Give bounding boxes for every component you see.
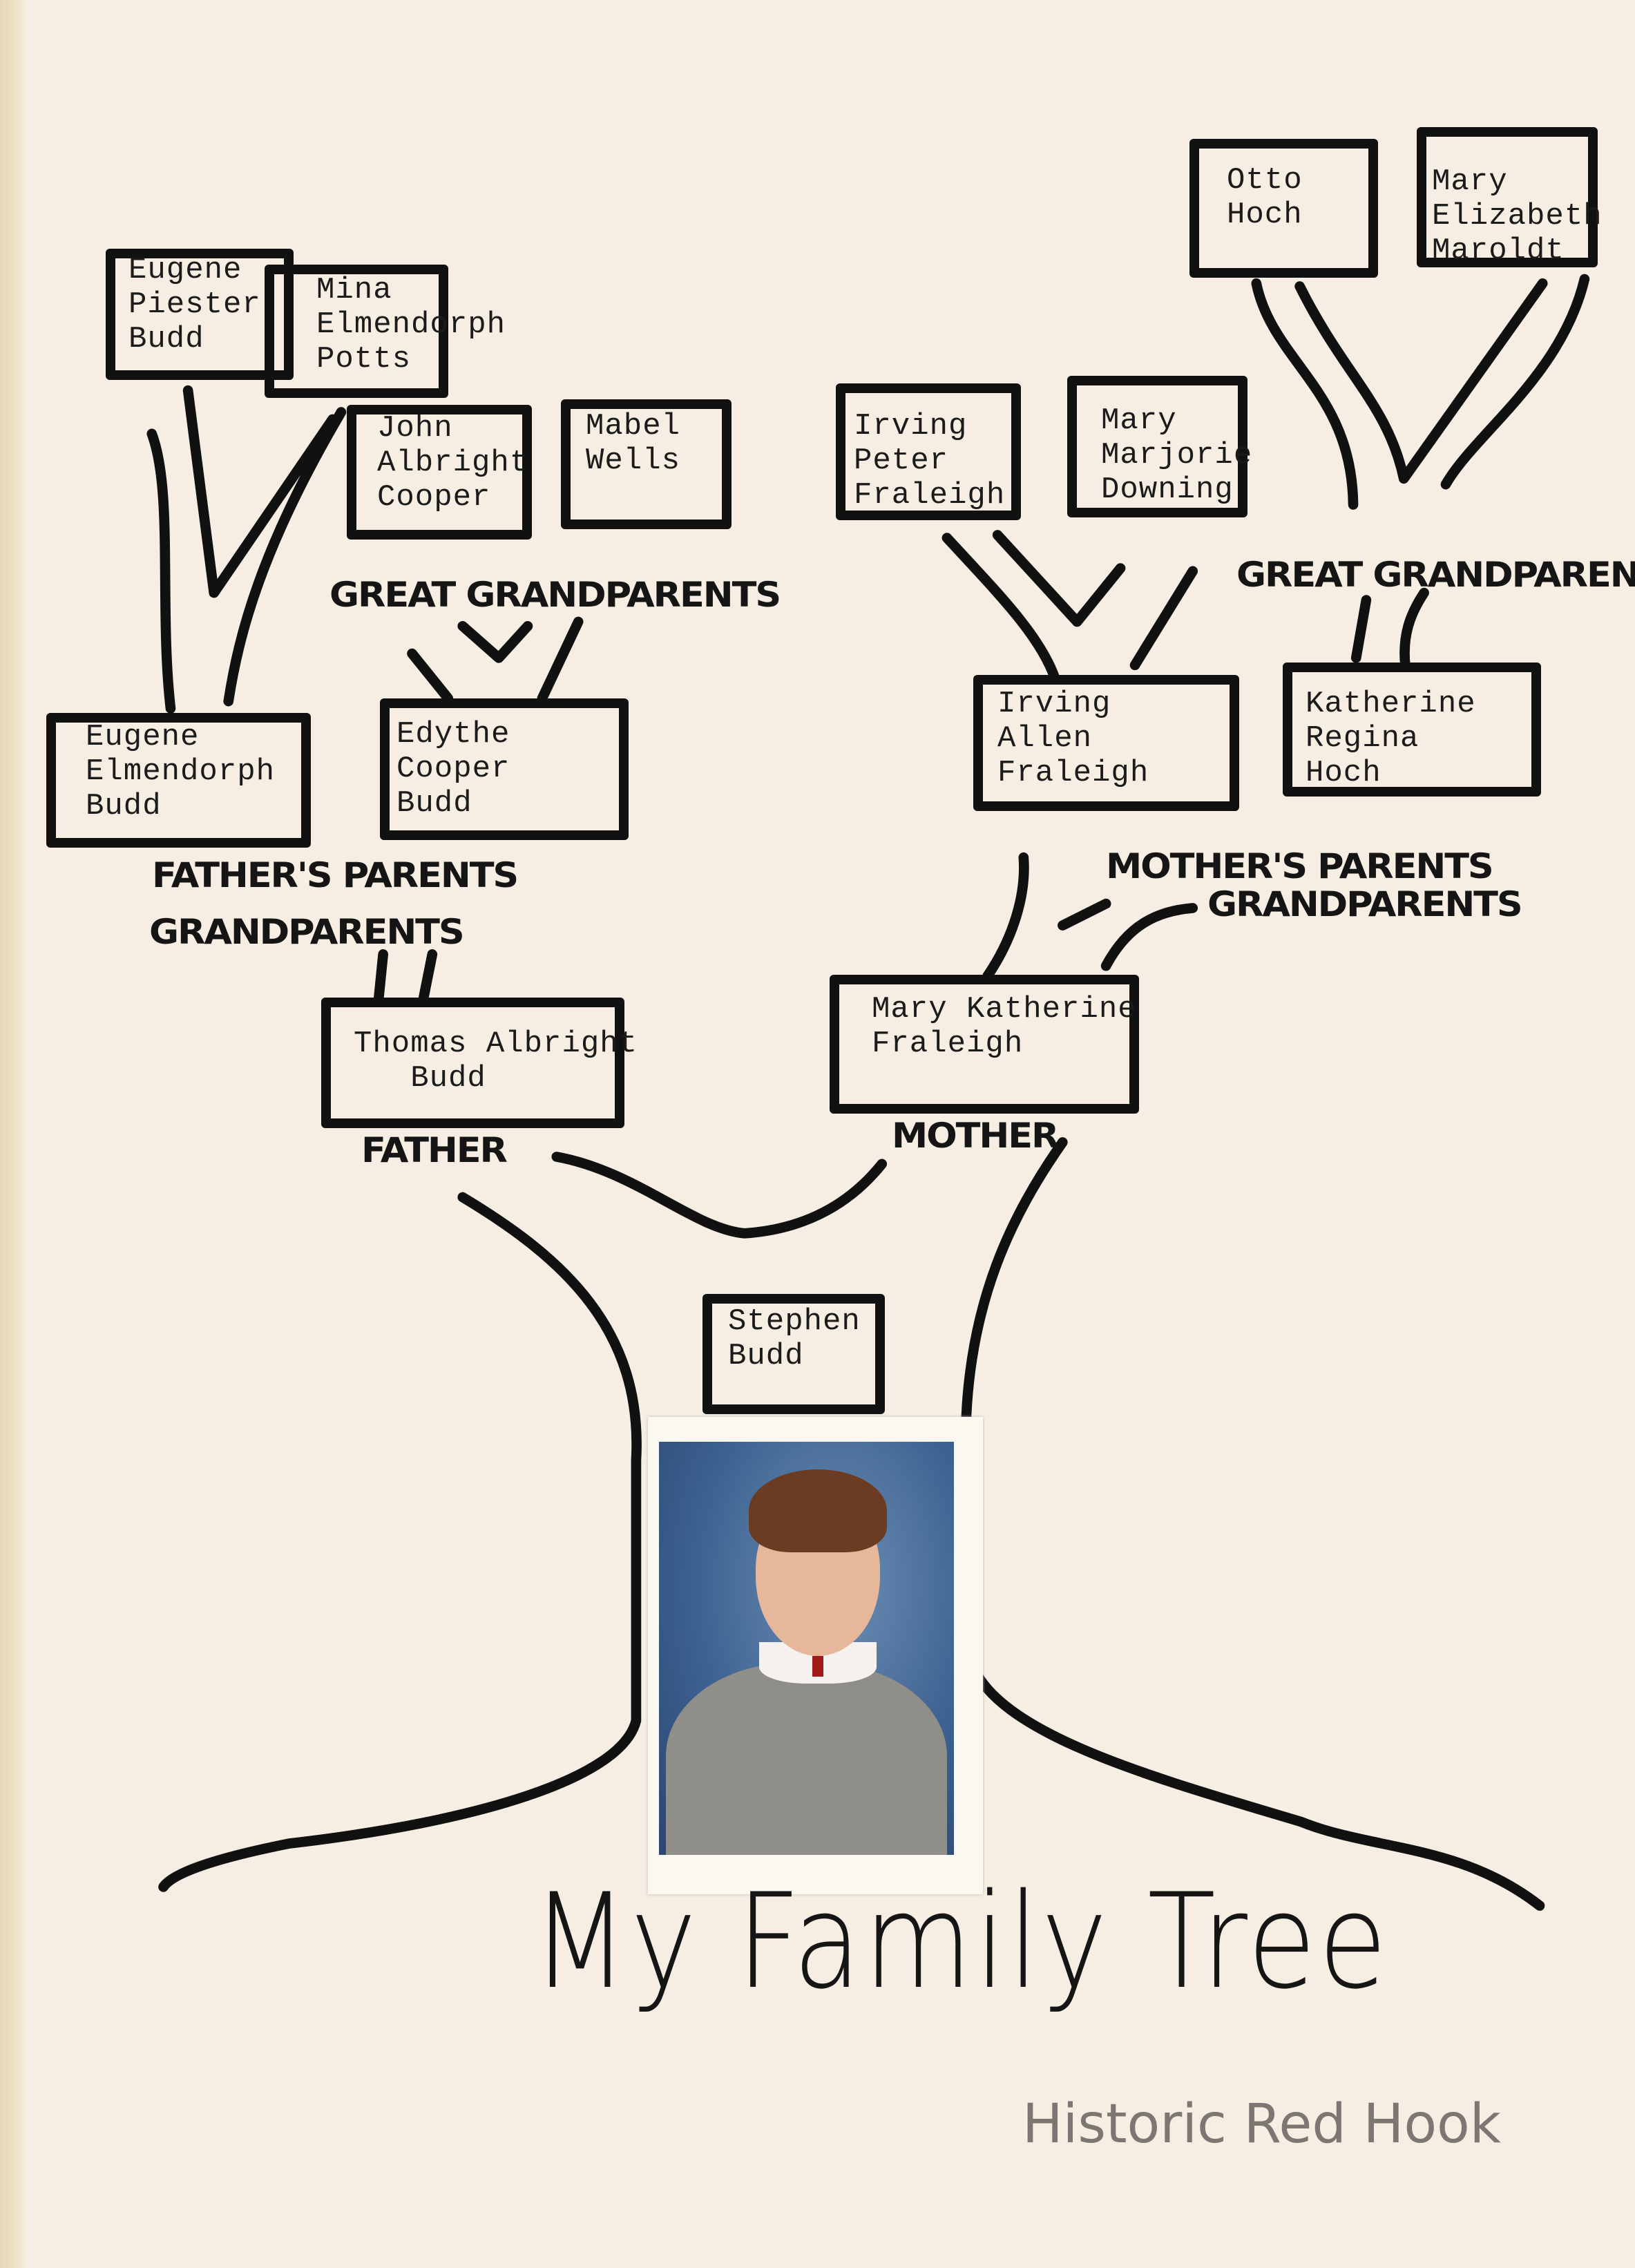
branch-katherine	[1350, 587, 1429, 671]
person-box-mabel-wells	[561, 399, 732, 529]
label-father: FATHER	[361, 1130, 508, 1170]
trunk-left	[158, 1192, 642, 1892]
person-name: Mary Katherine Fraleigh	[872, 992, 1137, 1061]
person-box-eugene-piester-budd	[106, 249, 294, 380]
person-box-mary-marjorie-downing	[1067, 376, 1247, 517]
branch-eugene	[146, 385, 347, 714]
person-name: Mary Marjorie Downing	[1101, 403, 1253, 507]
trunk-right	[960, 1137, 1545, 1911]
person-box-irving-peter-fraleigh	[836, 383, 1021, 520]
photo-sweater	[666, 1663, 947, 1855]
person-name: John Albright Cooper	[377, 411, 529, 515]
person-box-edythe-cooper-budd	[380, 698, 629, 840]
person-box-mary-elizabeth-maroldt	[1417, 127, 1598, 267]
person-name: Stephen Budd	[728, 1304, 861, 1373]
person-box-irving-allen-fraleigh	[973, 675, 1239, 811]
person-name: Irving Allen Fraleigh	[997, 687, 1149, 790]
person-name: Edythe Cooper Budd	[396, 717, 510, 821]
person-box-otto-hoch	[1189, 139, 1378, 278]
person-name: Mary Elizabeth Maroldt	[1432, 164, 1603, 268]
label-great-grandparents-left: GREAT GRANDPARENTS	[329, 575, 781, 615]
person-box-mary-katherine-fraleigh	[830, 975, 1139, 1114]
branch-middle	[551, 1152, 888, 1239]
person-box-mina-elmendorph-potts	[265, 265, 448, 398]
person-name: Irving Peter Fraleigh	[854, 409, 1006, 513]
page-title: My Family Tree	[532, 1865, 1390, 2018]
branch-mother	[982, 852, 1198, 982]
person-name: Mina Elmendorph Potts	[316, 273, 506, 377]
person-name: Eugene Piester Budd	[128, 253, 261, 356]
person-box-katherine-regina-hoch	[1283, 663, 1541, 797]
label-grandparents-mother: GRANDPARENTS	[1207, 884, 1523, 924]
photo-hair	[749, 1469, 887, 1552]
photo-tie	[812, 1656, 823, 1677]
branch-father	[374, 949, 438, 1003]
person-box-thomas-albright-budd	[321, 998, 624, 1128]
watermark: Historic Red Hook	[1022, 2093, 1501, 2155]
label-mothers-parents: MOTHER'S PARENTS	[1106, 846, 1494, 886]
portrait-photo	[648, 1417, 983, 1894]
person-box-eugene-elmendorph-budd	[46, 713, 311, 848]
label-grandparents-father: GRANDPARENTS	[149, 912, 465, 952]
person-name: Eugene Elmendorph Budd	[86, 720, 276, 823]
branch-edythe	[407, 616, 584, 704]
label-fathers-parents: FATHER'S PARENTS	[152, 855, 519, 895]
person-box-john-albright-cooper	[347, 405, 532, 540]
person-name: Mabel Wells	[586, 409, 681, 478]
photo-image	[659, 1442, 954, 1855]
person-name: Otto Hoch	[1227, 163, 1303, 232]
person-name: Katherine Regina Hoch	[1306, 687, 1476, 790]
branch-irving	[941, 530, 1198, 685]
branch-otto	[1251, 274, 1590, 510]
person-box-stephen-budd	[702, 1294, 885, 1414]
paper-edge	[0, 0, 28, 2268]
label-great-grandparents-right: GREAT GRANDPARENTS	[1236, 555, 1635, 595]
label-mother: MOTHER	[892, 1116, 1059, 1156]
person-name: Thomas Albright Budd	[354, 1027, 638, 1096]
